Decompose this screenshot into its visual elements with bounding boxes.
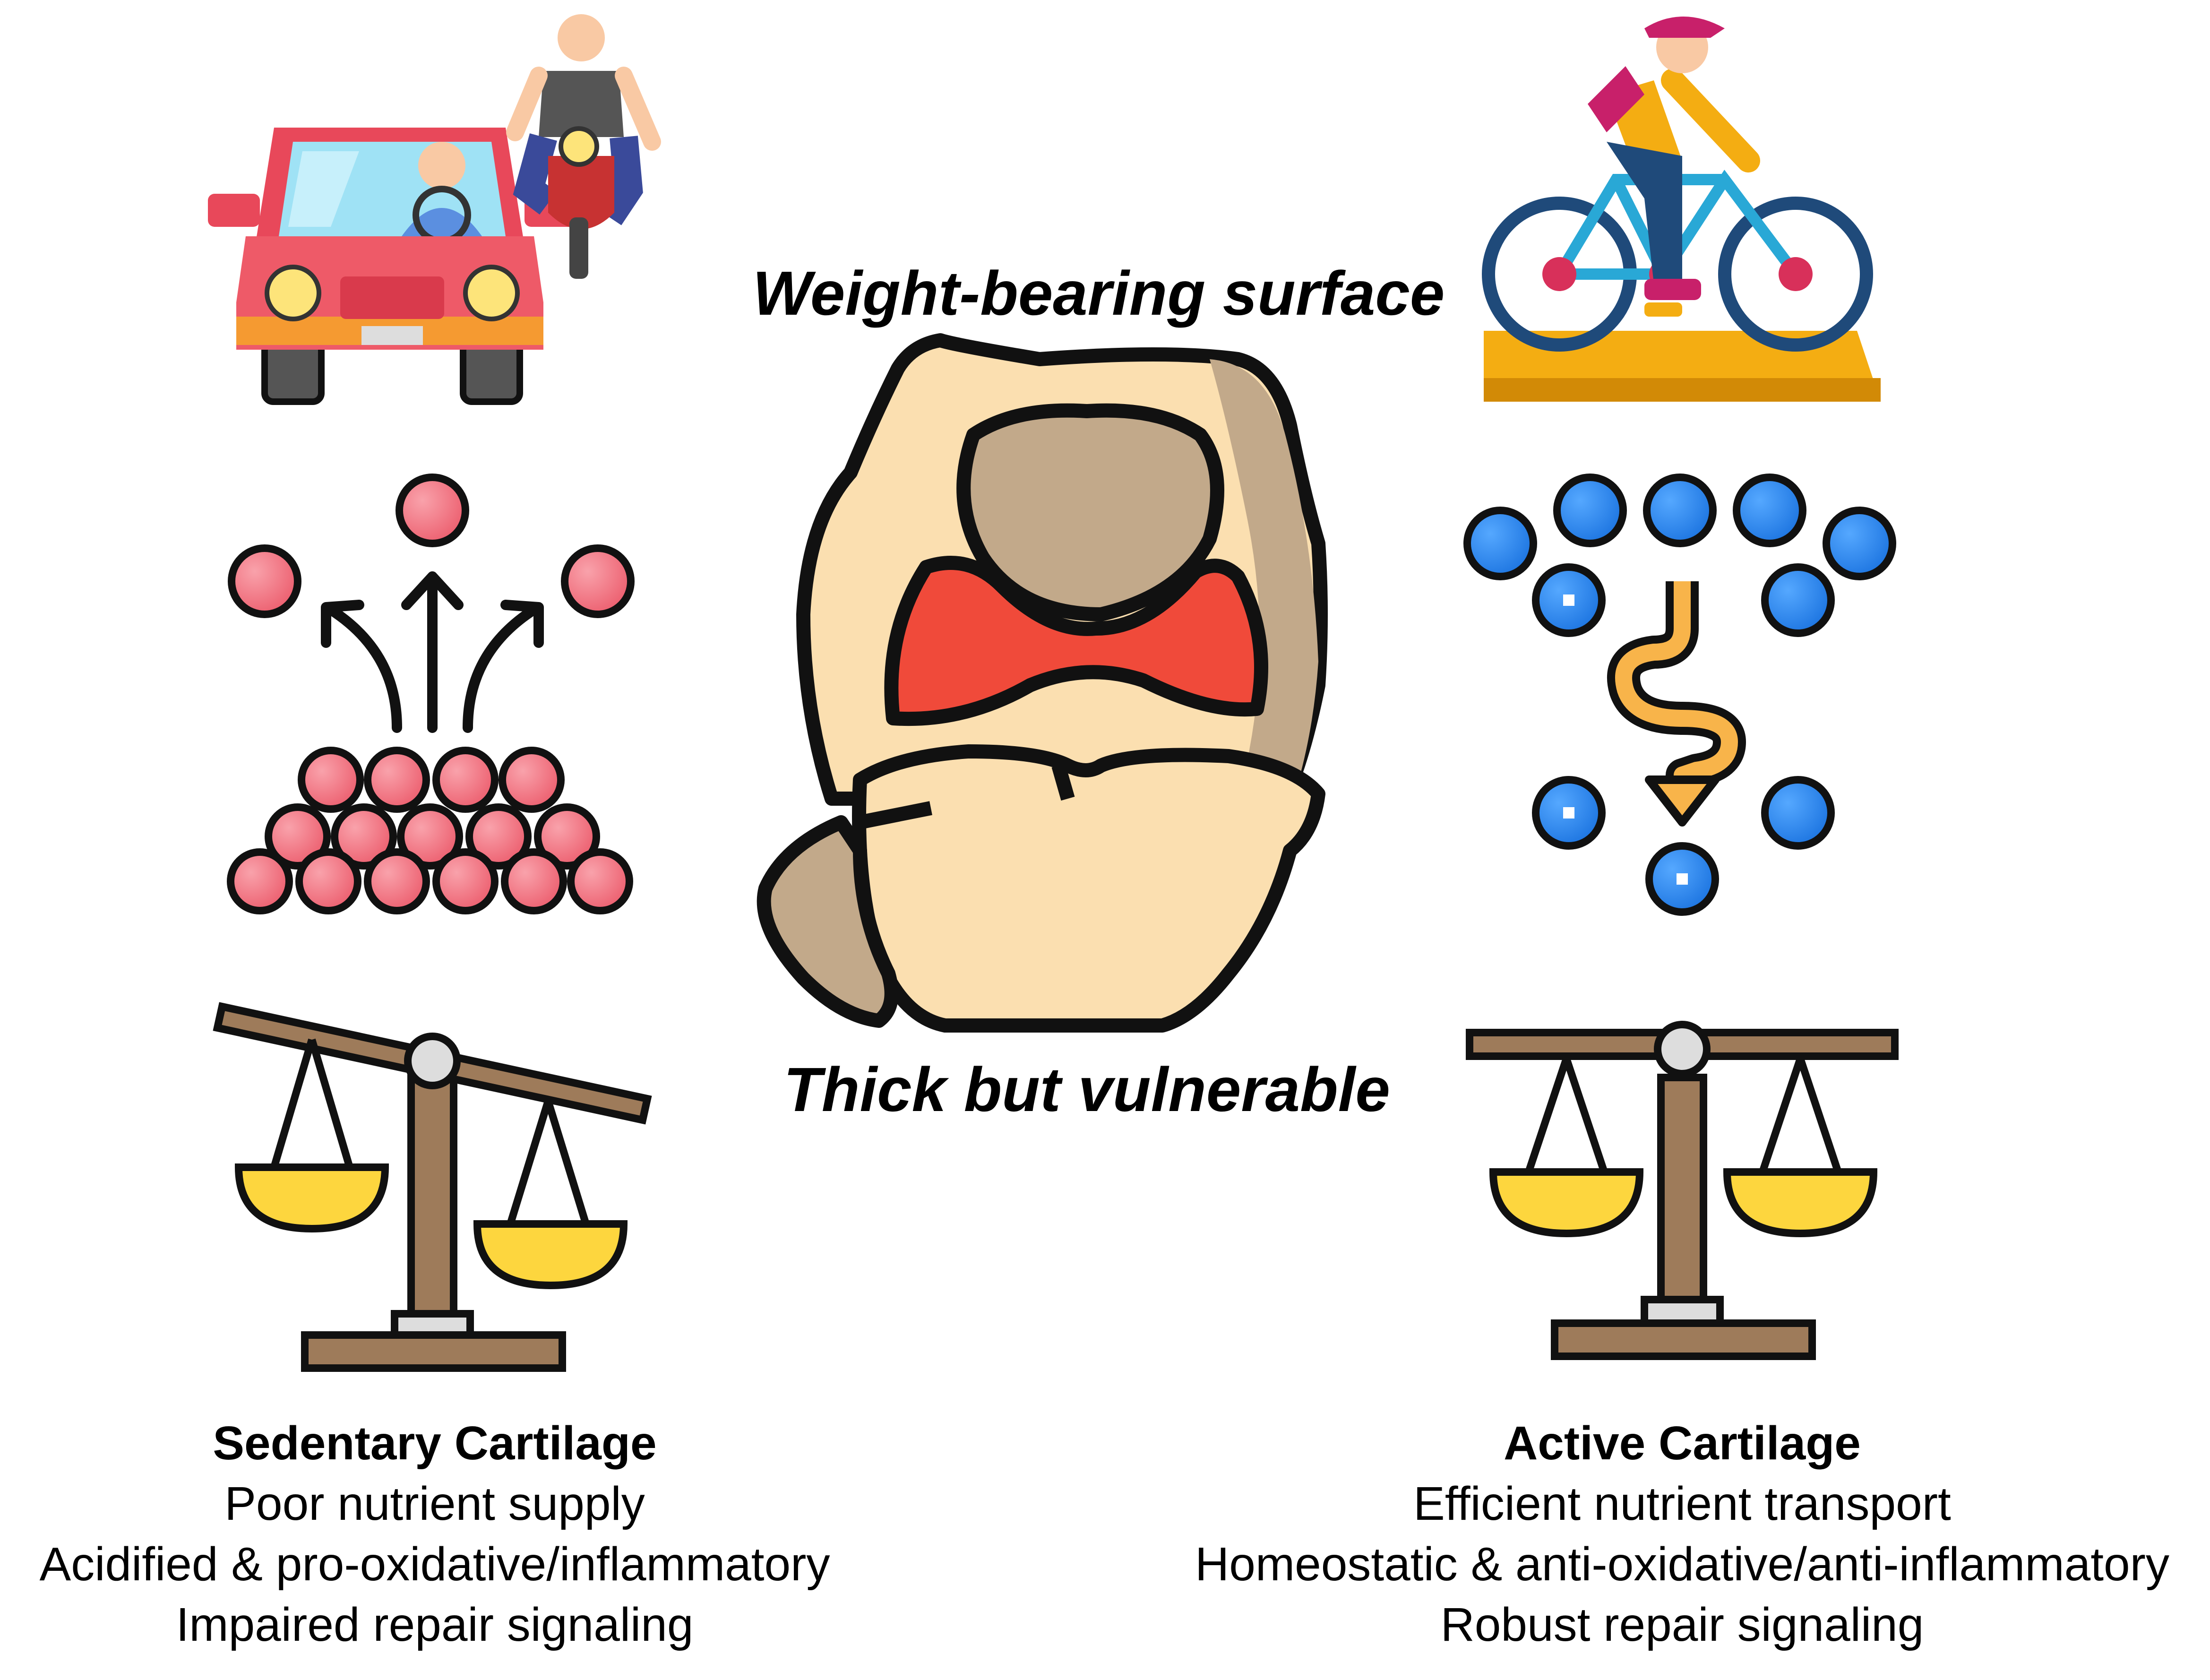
weight-bearing-label: Weight-bearing surface: [752, 258, 1445, 328]
scooter-rider-icon: [506, 14, 661, 279]
sedentary-title: Sedentary Cartilage: [213, 1417, 657, 1470]
cyclist-icon: [1482, 17, 1881, 402]
knee-joint-icon: [757, 333, 1328, 1033]
car-icon: [208, 128, 576, 405]
active-caption: Active Cartilage Efficient nutrient tran…: [1153, 1413, 2210, 1655]
balanced-scale-icon: [1466, 1021, 1899, 1360]
thick-but-vulnerable-label: Thick but vulnerable: [783, 1055, 1390, 1124]
sedentary-line-1: Poor nutrient supply: [224, 1477, 645, 1530]
flowing-particles-icon: [1463, 474, 1896, 916]
active-line-3: Robust repair signaling: [1440, 1598, 1924, 1651]
active-title: Active Cartilage: [1504, 1417, 1861, 1470]
active-line-2: Homeostatic & anti-oxidative/anti-inflam…: [1195, 1538, 2169, 1591]
sedentary-caption: Sedentary Cartilage Poor nutrient supply…: [0, 1413, 869, 1655]
unbalanced-scale-icon: [213, 1002, 652, 1372]
sedentary-line-2: Acidified & pro-oxidative/inflammatory: [39, 1538, 830, 1591]
active-line-1: Efficient nutrient transport: [1413, 1477, 1951, 1530]
sedentary-line-3: Impaired repair signaling: [176, 1598, 694, 1651]
dispersing-particles-icon: [227, 474, 635, 914]
